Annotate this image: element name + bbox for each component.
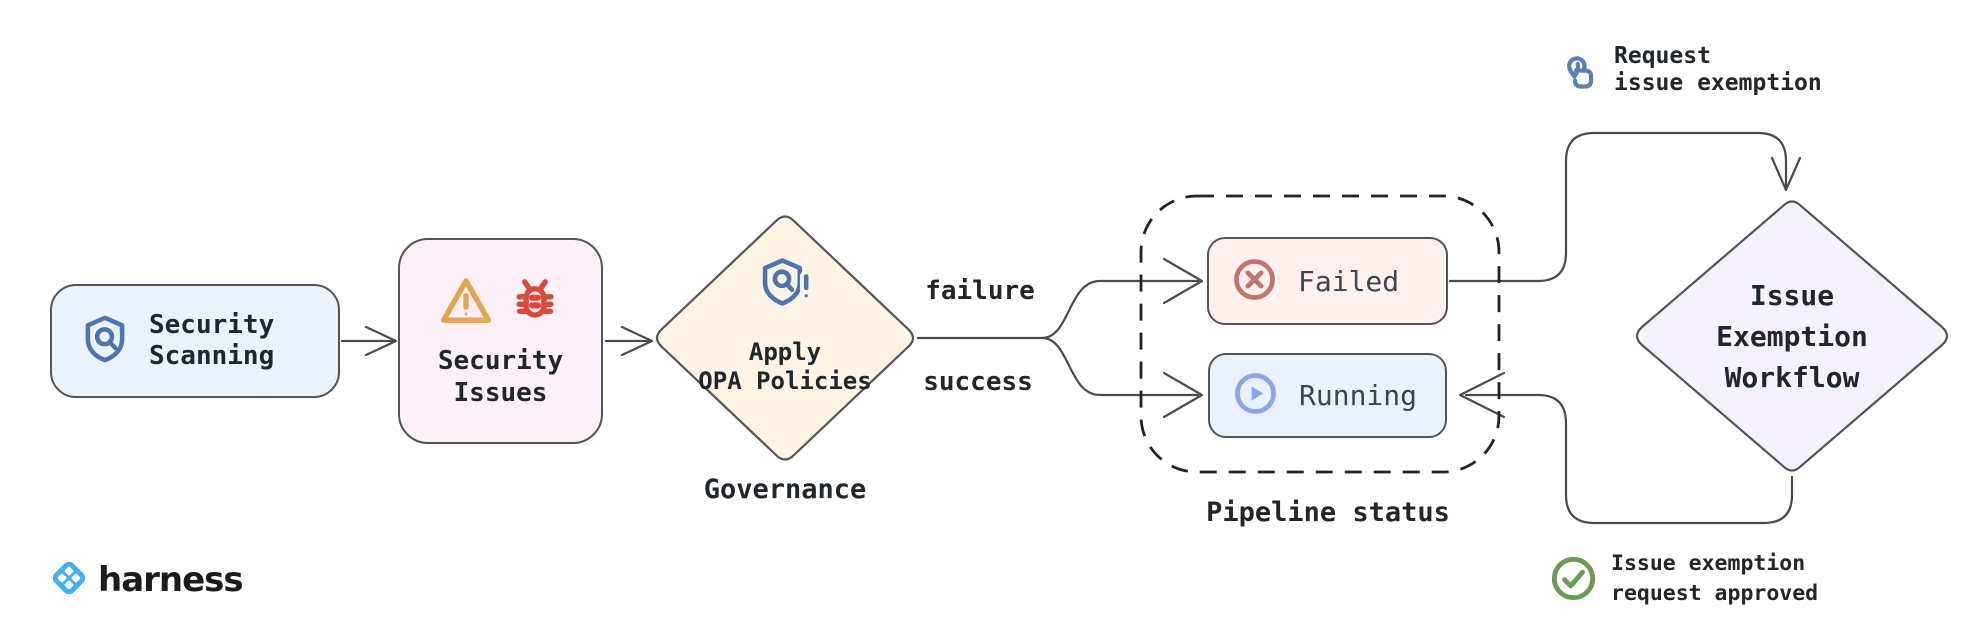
note-line: Issue exemption: [1611, 551, 1806, 576]
arrowhead: [1162, 257, 1204, 305]
circle-play-icon: [1232, 370, 1279, 421]
node-security-scanning: Security Scanning: [50, 284, 340, 398]
edge-label-success: success: [923, 367, 1033, 397]
note-line: Request: [1614, 43, 1711, 69]
note-line: request approved: [1611, 581, 1819, 606]
circle-check-icon: [1550, 547, 1597, 606]
request-exemption-note: Request issue exemption: [1554, 42, 1822, 102]
shield-search-icon: [78, 312, 132, 370]
governance-caption: Governance: [703, 474, 867, 505]
warning-triangle-icon: [438, 273, 494, 333]
edge-failure: [1040, 279, 1200, 340]
node-label-line: OPA Policies: [698, 367, 872, 395]
shield-alert-icon: [755, 250, 819, 318]
node-issue-exemption-label: Issue Exemption Workflow: [1662, 275, 1922, 398]
harness-wordmark: harness: [98, 560, 244, 600]
node-label-line: Security: [437, 346, 564, 376]
arrowhead: [1458, 371, 1506, 419]
node-label-line: Security: [149, 310, 275, 340]
node-apply-opa-label: Apply OPA Policies: [660, 338, 910, 396]
edge-exemption-to-running: [1464, 393, 1794, 525]
node-label-line: Exemption: [1716, 320, 1868, 353]
node-label-line: Issues: [453, 378, 548, 408]
node-label-line: Scanning: [149, 341, 275, 371]
pipeline-status-caption: Pipeline status: [1206, 497, 1450, 528]
arrowhead: [620, 325, 654, 357]
bug-icon: [507, 273, 563, 333]
node-label: Failed: [1298, 264, 1400, 298]
harness-logo: harness: [46, 555, 244, 605]
harness-logo-icon: [46, 555, 92, 605]
node-label-line: Workflow: [1724, 361, 1860, 394]
edge-success: [1040, 336, 1200, 397]
node-label-line: Apply: [748, 338, 822, 366]
arrowhead: [364, 325, 398, 357]
node-running: Running: [1208, 353, 1447, 438]
node-label: Running: [1299, 379, 1418, 412]
tap-arrow-icon: [1554, 42, 1600, 102]
node-security-issues: Security Issues: [398, 238, 603, 444]
governance-diamond: [655, 215, 915, 461]
node-label-line: Issue: [1749, 279, 1835, 312]
approved-note: Issue exemption request approved: [1550, 547, 1818, 609]
note-line: issue exemption: [1614, 70, 1822, 96]
edge-label-failure: failure: [925, 276, 1035, 306]
circle-x-icon: [1231, 256, 1278, 307]
pipeline-status-group: [1139, 194, 1501, 474]
edge-failed-to-exemption: [1448, 131, 1788, 283]
arrowhead: [1162, 371, 1204, 419]
issue-exemption-diamond: [1635, 200, 1949, 472]
arrowhead: [1770, 156, 1802, 192]
node-failed: Failed: [1207, 237, 1448, 325]
issue-icons: [438, 273, 563, 333]
